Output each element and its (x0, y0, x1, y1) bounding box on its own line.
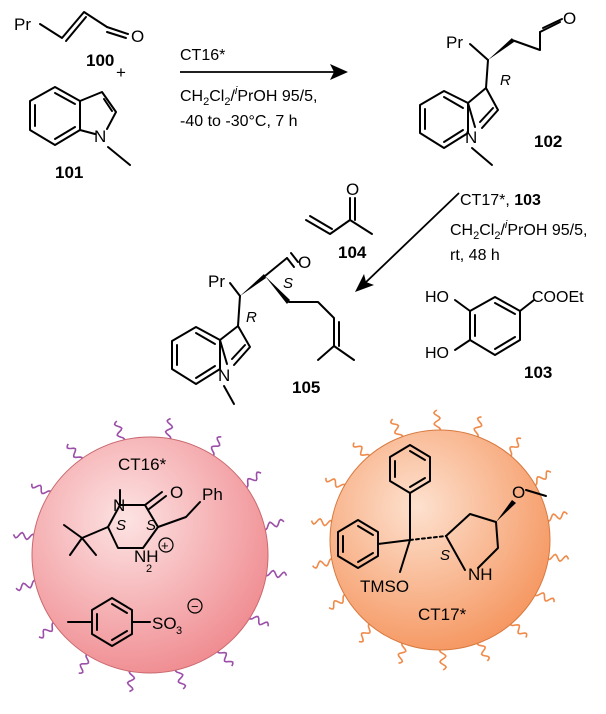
reaction-arrow-1: CT16* CH2Cl2/iPrOH 95/5, -40 to -30°C, 7… (180, 47, 348, 130)
ct16-s-label-1: S (116, 517, 126, 534)
surface-chain (507, 437, 522, 457)
compound-102: Pr O R N 102 (419, 9, 576, 166)
stereo-s-label-105: S (283, 275, 293, 292)
surface-chain (509, 620, 528, 638)
surface-chain (325, 477, 346, 489)
surface-chain (476, 640, 491, 662)
ct17-name: CT17* (418, 605, 467, 624)
catalyst-ct17-label: CT17*, 103 (460, 192, 541, 209)
n-label-102: N (465, 128, 477, 147)
surface-chain (243, 471, 262, 488)
pr-label-102: Pr (446, 33, 463, 52)
ct16-s-label-2: S (146, 517, 156, 534)
surface-chain (310, 517, 334, 527)
plus-sign: + (116, 63, 126, 82)
surface-chain (78, 653, 91, 674)
surface-chain (15, 579, 38, 592)
compound-101: N 101 (29, 86, 131, 182)
catalyst-ct16-label: CT16* (180, 47, 225, 64)
surface-chain (164, 417, 174, 442)
ct16-n-label: N (113, 496, 125, 515)
surface-chain (66, 443, 83, 462)
conditions-line-1: -40 to -30°C, 7 h (180, 113, 298, 130)
ct16-minus-charge: − (191, 599, 199, 614)
surface-chain (12, 531, 37, 541)
ct17-bead (329, 429, 551, 651)
surface-chain (113, 420, 126, 443)
surface-chain (432, 409, 442, 433)
compound-103-number: 103 (524, 363, 552, 382)
compound-103: COOEt HO HO 103 (425, 289, 584, 382)
n-label: N (94, 127, 106, 146)
ct16-o-label: O (170, 483, 183, 502)
surface-chain (126, 668, 136, 693)
ct16-catalyst-sphere: CT16* N O S S Ph NH 2 + SO 3 − (12, 417, 288, 693)
compound-100-number: 100 (86, 51, 114, 70)
ct16-ph-label: Ph (202, 485, 223, 504)
o-label-102: O (563, 9, 576, 28)
ct16-surface-chains (12, 417, 288, 693)
cooet-label: COOEt (532, 289, 584, 306)
surface-chain (174, 667, 187, 690)
compound-105-number: 105 (292, 378, 320, 397)
surface-chain (358, 623, 373, 643)
ct17-nh-label: NH (468, 565, 493, 584)
ct17-s-label: S (440, 547, 450, 564)
solvent-line-1: CH2Cl2/iPrOH 95/5, (180, 85, 317, 108)
surface-chain (209, 436, 222, 457)
surface-chain (248, 614, 269, 627)
ct16-so3-sub: 3 (176, 625, 182, 637)
surface-chain (312, 558, 335, 570)
ct16-nh2-label: NH (134, 547, 159, 566)
surface-chain (438, 647, 448, 671)
surface-chain (38, 622, 57, 639)
compound-102-number: 102 (534, 132, 562, 151)
pr-label-105: Pr (208, 272, 225, 291)
surface-chain (352, 442, 371, 460)
o-label: O (131, 27, 144, 46)
surface-chain (328, 594, 349, 610)
o-label-104: O (346, 180, 359, 199)
ct16-name: CT16* (118, 455, 167, 474)
solvent-line-2: CH2Cl2/iPrOH 95/5, (450, 219, 587, 242)
surface-chain (531, 470, 552, 486)
ho-label-2: HO (425, 345, 449, 362)
surface-chain (31, 483, 52, 496)
surface-chain (217, 648, 234, 667)
compound-105: Pr O S R N 105 (171, 252, 355, 405)
surface-chain (534, 591, 555, 603)
surface-chain (546, 553, 570, 563)
ct17-tmso-label: TMSO (360, 577, 409, 596)
n-label-105: N (218, 366, 230, 385)
ho-label-1: HO (425, 289, 449, 306)
surface-chain (262, 518, 285, 531)
ct17-o-label: O (512, 483, 525, 502)
pr-label: Pr (14, 15, 31, 34)
ct17-catalyst-sphere: CT17* TMSO NH S O (310, 409, 570, 671)
surface-chain (473, 416, 483, 439)
surface-chain (545, 510, 568, 522)
conditions-line-2: rt, 48 h (450, 247, 500, 264)
compound-100: Pr O 100 (14, 11, 144, 70)
surface-chain (397, 641, 407, 664)
ct16-so3-label: SO (152, 614, 177, 633)
compound-104-number: 104 (338, 243, 367, 262)
stereo-r-label-102: R (500, 72, 511, 89)
stereo-r-label-105: R (246, 309, 257, 326)
compound-101-number: 101 (55, 163, 83, 182)
surface-chain (263, 569, 288, 579)
ct16-h2-sub: 2 (146, 563, 152, 575)
ct16-plus-charge: + (161, 538, 169, 553)
reaction-arrow-2: CT17*, 103 CH2Cl2/iPrOH 95/5, rt, 48 h (355, 192, 587, 292)
compound-104: O 104 (305, 180, 373, 262)
o-label-105a: O (298, 253, 311, 272)
surface-chain (389, 418, 404, 440)
ct17-surface-chains (310, 409, 570, 671)
